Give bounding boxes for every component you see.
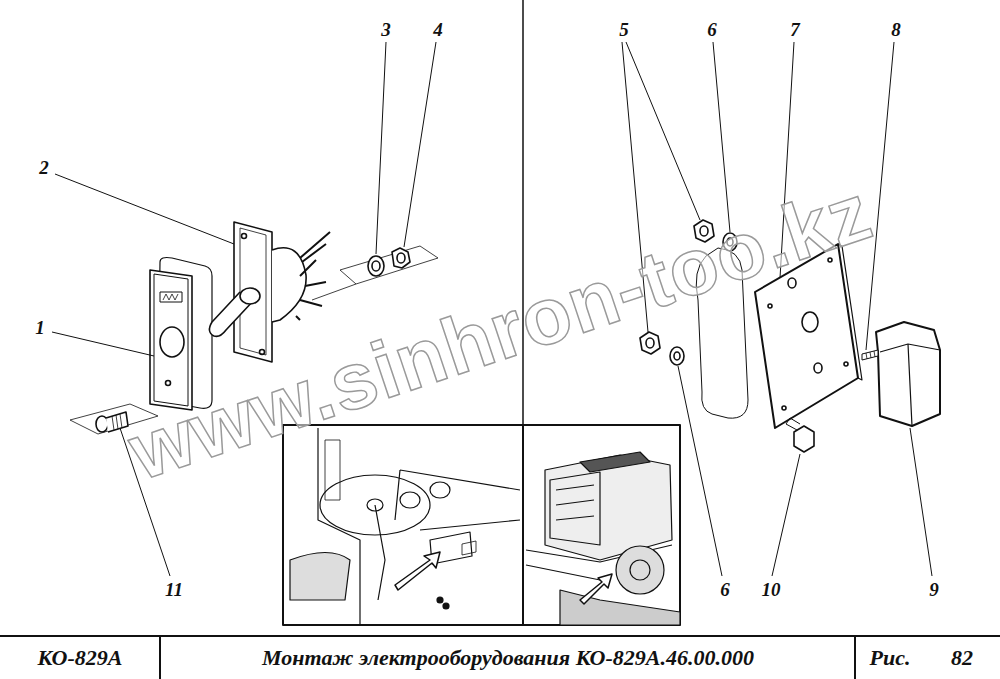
toggle-switch — [209, 222, 330, 362]
callout-number: 3 — [381, 19, 391, 41]
title-block-cell: КО-829А — [38, 645, 123, 671]
callout-number: 6 — [720, 579, 730, 601]
callout-number: 8 — [891, 19, 901, 41]
bolt — [786, 418, 814, 452]
callout-number: 2 — [39, 157, 49, 179]
callout-number: 7 — [790, 19, 800, 41]
lamp-housing — [862, 322, 940, 426]
detail-plane — [340, 246, 438, 284]
truck-front-inset — [523, 425, 680, 625]
hex-nut — [392, 248, 410, 268]
title-block-cell: Монтаж электрооборудования КО-829А.46.00… — [262, 645, 754, 671]
title-block-cell: Рис. — [870, 645, 911, 671]
cab-interior-inset — [283, 425, 523, 625]
title-block-cell: 82 — [951, 645, 973, 671]
callout-number: 5 — [619, 19, 629, 41]
hex-nut — [640, 332, 660, 354]
callout-number: 4 — [433, 19, 443, 41]
lock-washer — [670, 347, 684, 365]
title-block-border — [0, 635, 1000, 637]
callout-number: 11 — [165, 579, 183, 601]
leader-lines — [52, 42, 932, 576]
callout-number: 6 — [707, 19, 717, 41]
callout-number: 10 — [762, 579, 781, 601]
title-block-border — [159, 636, 161, 679]
lock-washer — [368, 256, 384, 276]
title-block-border — [854, 636, 856, 679]
callout-number: 1 — [35, 317, 45, 339]
callout-number: 9 — [929, 579, 939, 601]
